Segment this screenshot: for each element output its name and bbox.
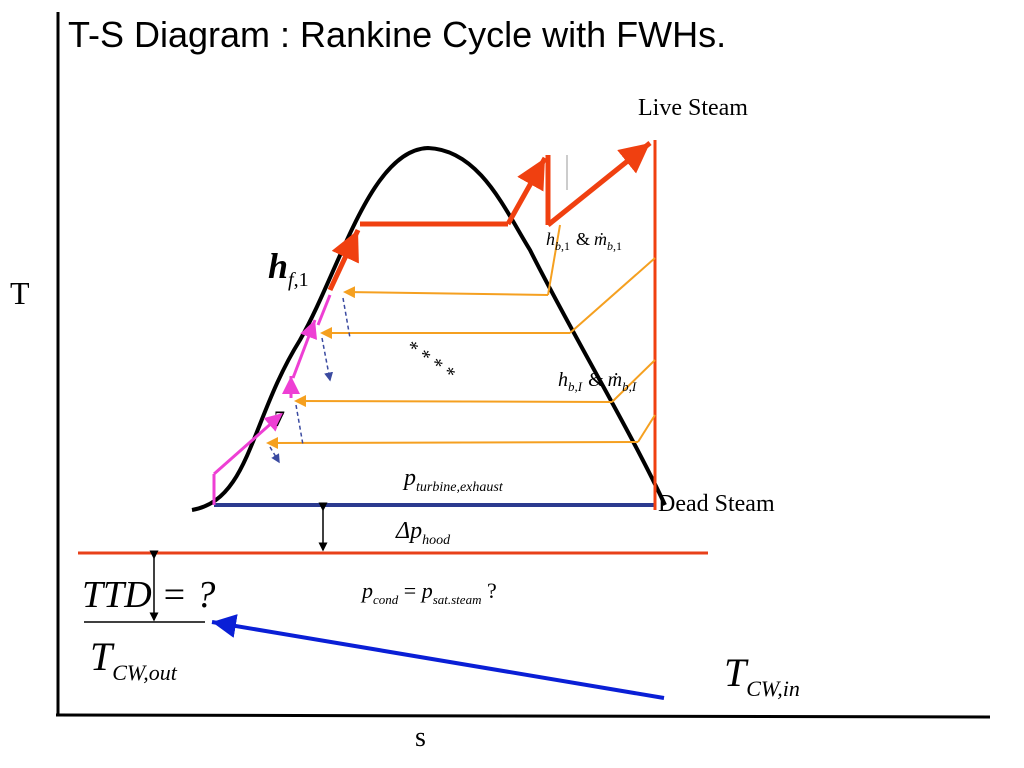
hbI-label: hb,I&ṁb,I — [558, 369, 637, 394]
bleed-horizontal-4 — [266, 436, 639, 449]
ttd-label: TTD = ? — [82, 574, 215, 616]
x-axis — [55, 713, 991, 719]
hb1-label: hb,1&ṁb,1 — [546, 229, 622, 253]
p-turbine-exhaust-label: pturbine,exhaust — [402, 465, 504, 495]
tcw-out-label: TCW,out — [90, 634, 178, 685]
p-cond-label: pcond = psat.steam ? — [360, 578, 497, 607]
fwh-heating-3 — [291, 319, 318, 379]
cooling-water-arrow — [211, 614, 665, 700]
drain-line-3 — [295, 404, 304, 446]
bleed-horizontal-1 — [343, 286, 549, 299]
superheat-line — [505, 156, 548, 226]
bleed-horizontal-3 — [294, 395, 613, 408]
tcw-in-label: TCW,in — [724, 650, 800, 701]
drain-line-2 — [321, 337, 334, 382]
slide-title: T-S Diagram : Rankine Cycle with FWHs. — [68, 14, 727, 55]
ellipsis-dots: * * * * — [401, 336, 459, 386]
reheat-line — [546, 141, 652, 227]
dead-steam-label: Dead Steam — [658, 491, 775, 517]
y-axis-label: T — [10, 275, 30, 311]
saturation-dome — [191, 145, 667, 512]
bleed-line-3 — [611, 359, 656, 403]
state-seven: 7 — [274, 406, 285, 431]
fwh-heating-4 — [213, 411, 284, 476]
bleed-line-4 — [637, 414, 656, 443]
economizer-line — [327, 228, 361, 292]
drain-line-4 — [269, 446, 280, 464]
bleed-line-2 — [569, 257, 656, 334]
fwh-heating-2 — [316, 294, 332, 326]
x-axis-label: s — [415, 722, 426, 753]
hf1-label: hf,1 — [268, 246, 309, 291]
dp-hood-label: Δphood — [395, 518, 451, 548]
bleed-line-1 — [547, 224, 561, 296]
live-steam-label: Live Steam — [638, 95, 748, 121]
